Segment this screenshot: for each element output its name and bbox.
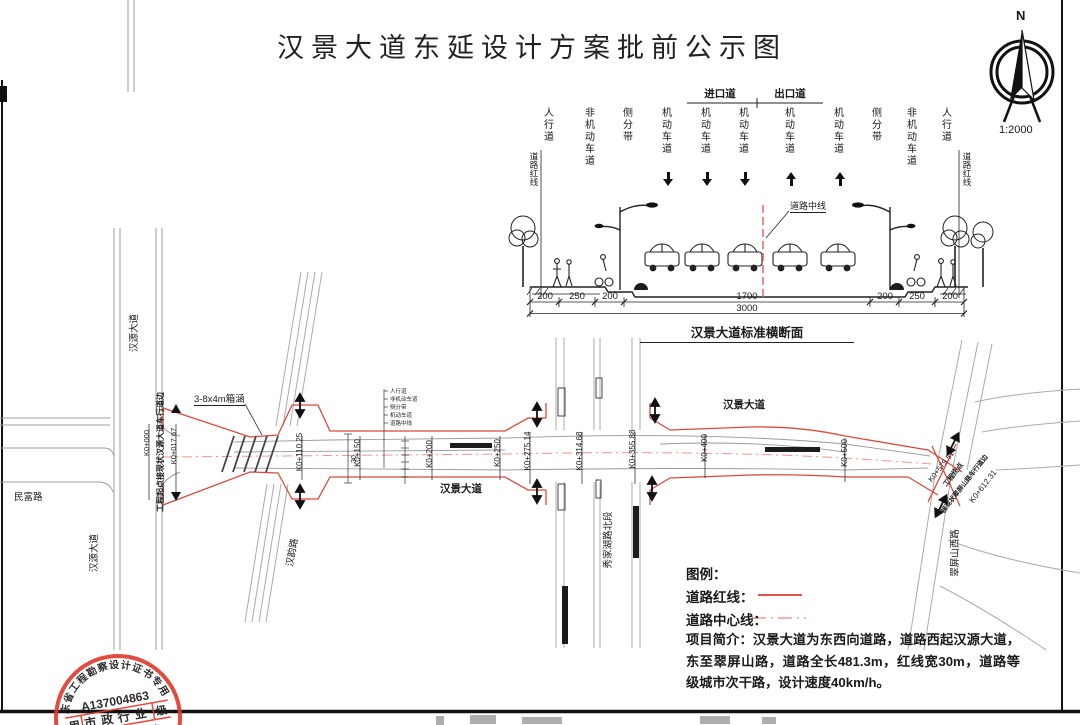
lane-label: 非机动车道 — [582, 107, 594, 167]
dim-total: 3000 — [736, 303, 758, 314]
plan-view: 汉源大道 汉源大道 民富路 汉韵路 汉景大道 汉景大道 秀家湖路北段 翠屏山西路… — [0, 0, 1080, 651]
station-label: K0+000 — [142, 430, 151, 456]
road-label-hanjing-west: 汉景大道 — [440, 482, 482, 495]
road-cuipingshan — [907, 339, 1080, 651]
station-label: K0+314.68 — [575, 431, 584, 470]
station-label: K0+017.67 — [169, 428, 178, 465]
road-xiujiahu — [555, 338, 641, 648]
stamp-grade-right: 级 — [154, 702, 169, 718]
crossing-arrows — [294, 392, 960, 519]
lane-callout: 侧分带 — [390, 403, 407, 411]
legend-samples — [752, 594, 806, 619]
project-intro: 项目简介：汉景大道为东西向道路，道路西起汉源大道，东至翠屏山路，道路全长481.… — [686, 632, 1020, 690]
road-minfu — [0, 417, 115, 493]
road-label-hanyuan-bottom: 汉源大道 — [88, 534, 100, 573]
median-bar-east — [765, 447, 820, 452]
road-label-cuiping-west: 翠屏山西路 — [949, 529, 961, 577]
lane-direction-arrow — [702, 172, 712, 186]
lane-direction-arrow — [740, 172, 750, 186]
section-redline-label-left: 道路红线 — [529, 152, 539, 186]
street-lamp-right — [852, 202, 916, 290]
lane-label: 非机动车道 — [904, 107, 916, 167]
exit-lane-label: 出口道 — [774, 88, 806, 100]
dim-value: 250 — [569, 291, 585, 302]
compass-needle-light — [1021, 29, 1035, 102]
lane-label: 侧分带 — [869, 107, 881, 143]
median-bar-west — [450, 443, 492, 448]
road-label-minfu: 民富路 — [14, 491, 43, 503]
tree-left — [508, 215, 539, 287]
lane-callout: 机动车道 — [390, 411, 413, 419]
road-label-hanyuan-top: 汉源大道 — [128, 314, 140, 353]
lane-label: 人行道 — [939, 107, 951, 143]
station-label: K0+150 — [353, 439, 362, 467]
lane-callout-bracket — [344, 389, 409, 484]
station-ticks — [148, 424, 846, 500]
dimension-lines — [526, 287, 968, 317]
dim-value: 200 — [942, 291, 958, 302]
lane-direction-arrow — [663, 172, 673, 186]
dim-value: 200 — [602, 291, 618, 302]
north-compass — [989, 29, 1055, 123]
cross-section-drawing — [508, 98, 994, 317]
station-label: K0+355.88 — [628, 429, 637, 468]
road-hanjing-carriageway — [233, 435, 931, 471]
compass-scale: 1:2000 — [999, 124, 1033, 136]
lane-callout: 人行道 — [390, 387, 407, 395]
road-label-hanyun: 汉韵路 — [284, 537, 301, 568]
plan-centerline — [161, 452, 933, 465]
culvert-label: 3-8x4m箱涵 — [194, 391, 245, 406]
lane-label: 机动车道 — [831, 107, 843, 155]
road-hanyuan-avenue — [113, 0, 181, 650]
start-note: 工程起点接现状汉源大道车行道边 — [155, 391, 165, 512]
road-label-hanjing-east: 汉景大道 — [723, 398, 765, 411]
dim-value: 250 — [909, 291, 925, 302]
page-title: 汉景大道东延设计方案批前公示图 — [277, 33, 787, 64]
stamp-grade-left: 甲 — [68, 719, 81, 725]
compass-north-label: N — [1016, 8, 1026, 23]
station-label: K0+110.25 — [295, 432, 304, 471]
cut-off-marks — [436, 715, 776, 725]
station-label: K0+250 — [493, 439, 502, 467]
tree-right — [940, 215, 994, 287]
section-centerline-label: 道路中线 — [790, 201, 827, 213]
dim-value: 200 — [877, 291, 893, 302]
street-lamp-left — [594, 202, 658, 290]
dim-value: 1700 — [736, 291, 758, 302]
station-label: K0+200 — [425, 440, 434, 468]
lane-label: 人行道 — [541, 107, 553, 143]
lane-direction-arrow — [786, 172, 796, 186]
pedestrian-figures — [552, 254, 957, 288]
lane-label: 侧分带 — [620, 107, 632, 143]
station-label: K0+500 — [840, 439, 849, 467]
lane-direction-arrow — [835, 172, 845, 186]
road-hanyun — [244, 271, 323, 623]
legend-redline-label: 道路红线： — [686, 590, 754, 605]
approach-lane-label: 进口道 — [704, 88, 736, 100]
dim-value: 200 — [537, 291, 553, 302]
lane-label: 机动车道 — [698, 107, 710, 155]
road-label-xiujiahu: 秀家湖路北段 — [602, 511, 614, 569]
lane-label: 机动车道 — [736, 107, 748, 155]
section-redline-label-right: 道路红线 — [962, 152, 972, 186]
station-label: K0+275.14 — [523, 431, 532, 470]
legend-heading: 图例： — [686, 567, 727, 582]
lane-label: 机动车道 — [782, 107, 794, 155]
lane-label: 机动车道 — [659, 107, 671, 155]
culvert-leader — [244, 403, 263, 436]
legend-centerline-label: 道路中心线： — [686, 613, 767, 628]
compass-needle-dark — [1010, 30, 1022, 100]
road-width-dim: 30 — [351, 455, 358, 463]
culvert-hatch — [221, 435, 279, 473]
lane-callout: 道路中线 — [390, 419, 413, 427]
station-label: K0+400 — [700, 434, 709, 462]
section-caption: 汉景大道标准横断面 — [640, 322, 854, 343]
car-figures — [644, 243, 856, 272]
lane-callout: 非机动车道 — [390, 395, 418, 403]
